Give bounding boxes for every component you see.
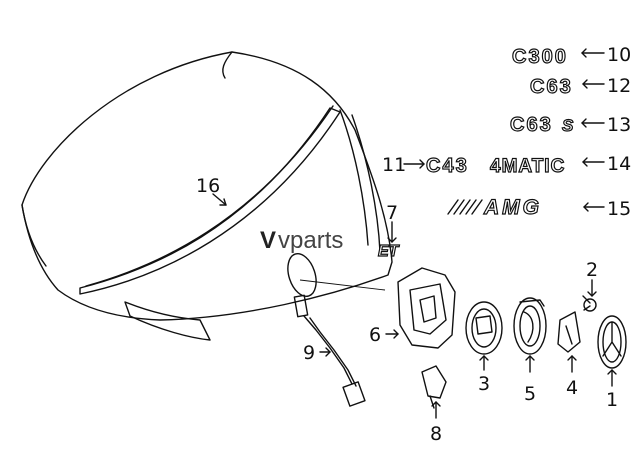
part-1-star-emblem [597,315,627,369]
callout-16: 16 [196,175,220,197]
badge-c300: C300 [512,46,568,68]
callout-7: 7 [386,202,398,224]
part-6-actuator [397,267,456,349]
part-4-bracket [557,311,581,353]
callout-10: 10 [607,44,631,66]
badge-et: ET [378,243,400,260]
badge-4matic: 4MATIC [490,156,565,177]
callout-1: 1 [606,389,618,411]
badge-c63: C63 [530,76,573,98]
part-3-cover [465,301,503,355]
callout-4: 4 [566,377,578,399]
badge-amg: AMG [483,196,542,219]
callouts: 10 12 13 11 14 15 16 7 6 9 2 3 5 4 1 8 [196,44,631,445]
svg-text:V: V [260,227,276,254]
vparts-watermark: V vparts [260,227,343,254]
callout-12: 12 [607,75,631,97]
callout-13: 13 [607,114,631,136]
callout-9: 9 [303,342,315,364]
badge-c63s: C63 [510,114,553,136]
svg-text:vparts: vparts [278,227,343,254]
callout-14: 14 [607,153,631,175]
part-5-handle-housing [513,297,547,355]
callout-3: 3 [478,373,490,395]
badge-c43: C43 [426,155,469,177]
part-8-switch [421,365,447,409]
callout-2: 2 [586,259,598,281]
part-2-clip [582,295,597,312]
badge-amg-stripes [447,199,483,215]
callout-15: 15 [607,198,631,220]
callout-11: 11 [382,154,406,176]
badge-c63s-suffix: S [562,116,574,135]
rear-spoiler [79,105,341,295]
callout-6: 6 [369,324,381,346]
part-9-harness [293,294,366,407]
leader-lines [212,48,617,419]
callout-5: 5 [524,383,536,405]
trunk-lid [21,51,393,341]
callout-8: 8 [430,423,442,445]
